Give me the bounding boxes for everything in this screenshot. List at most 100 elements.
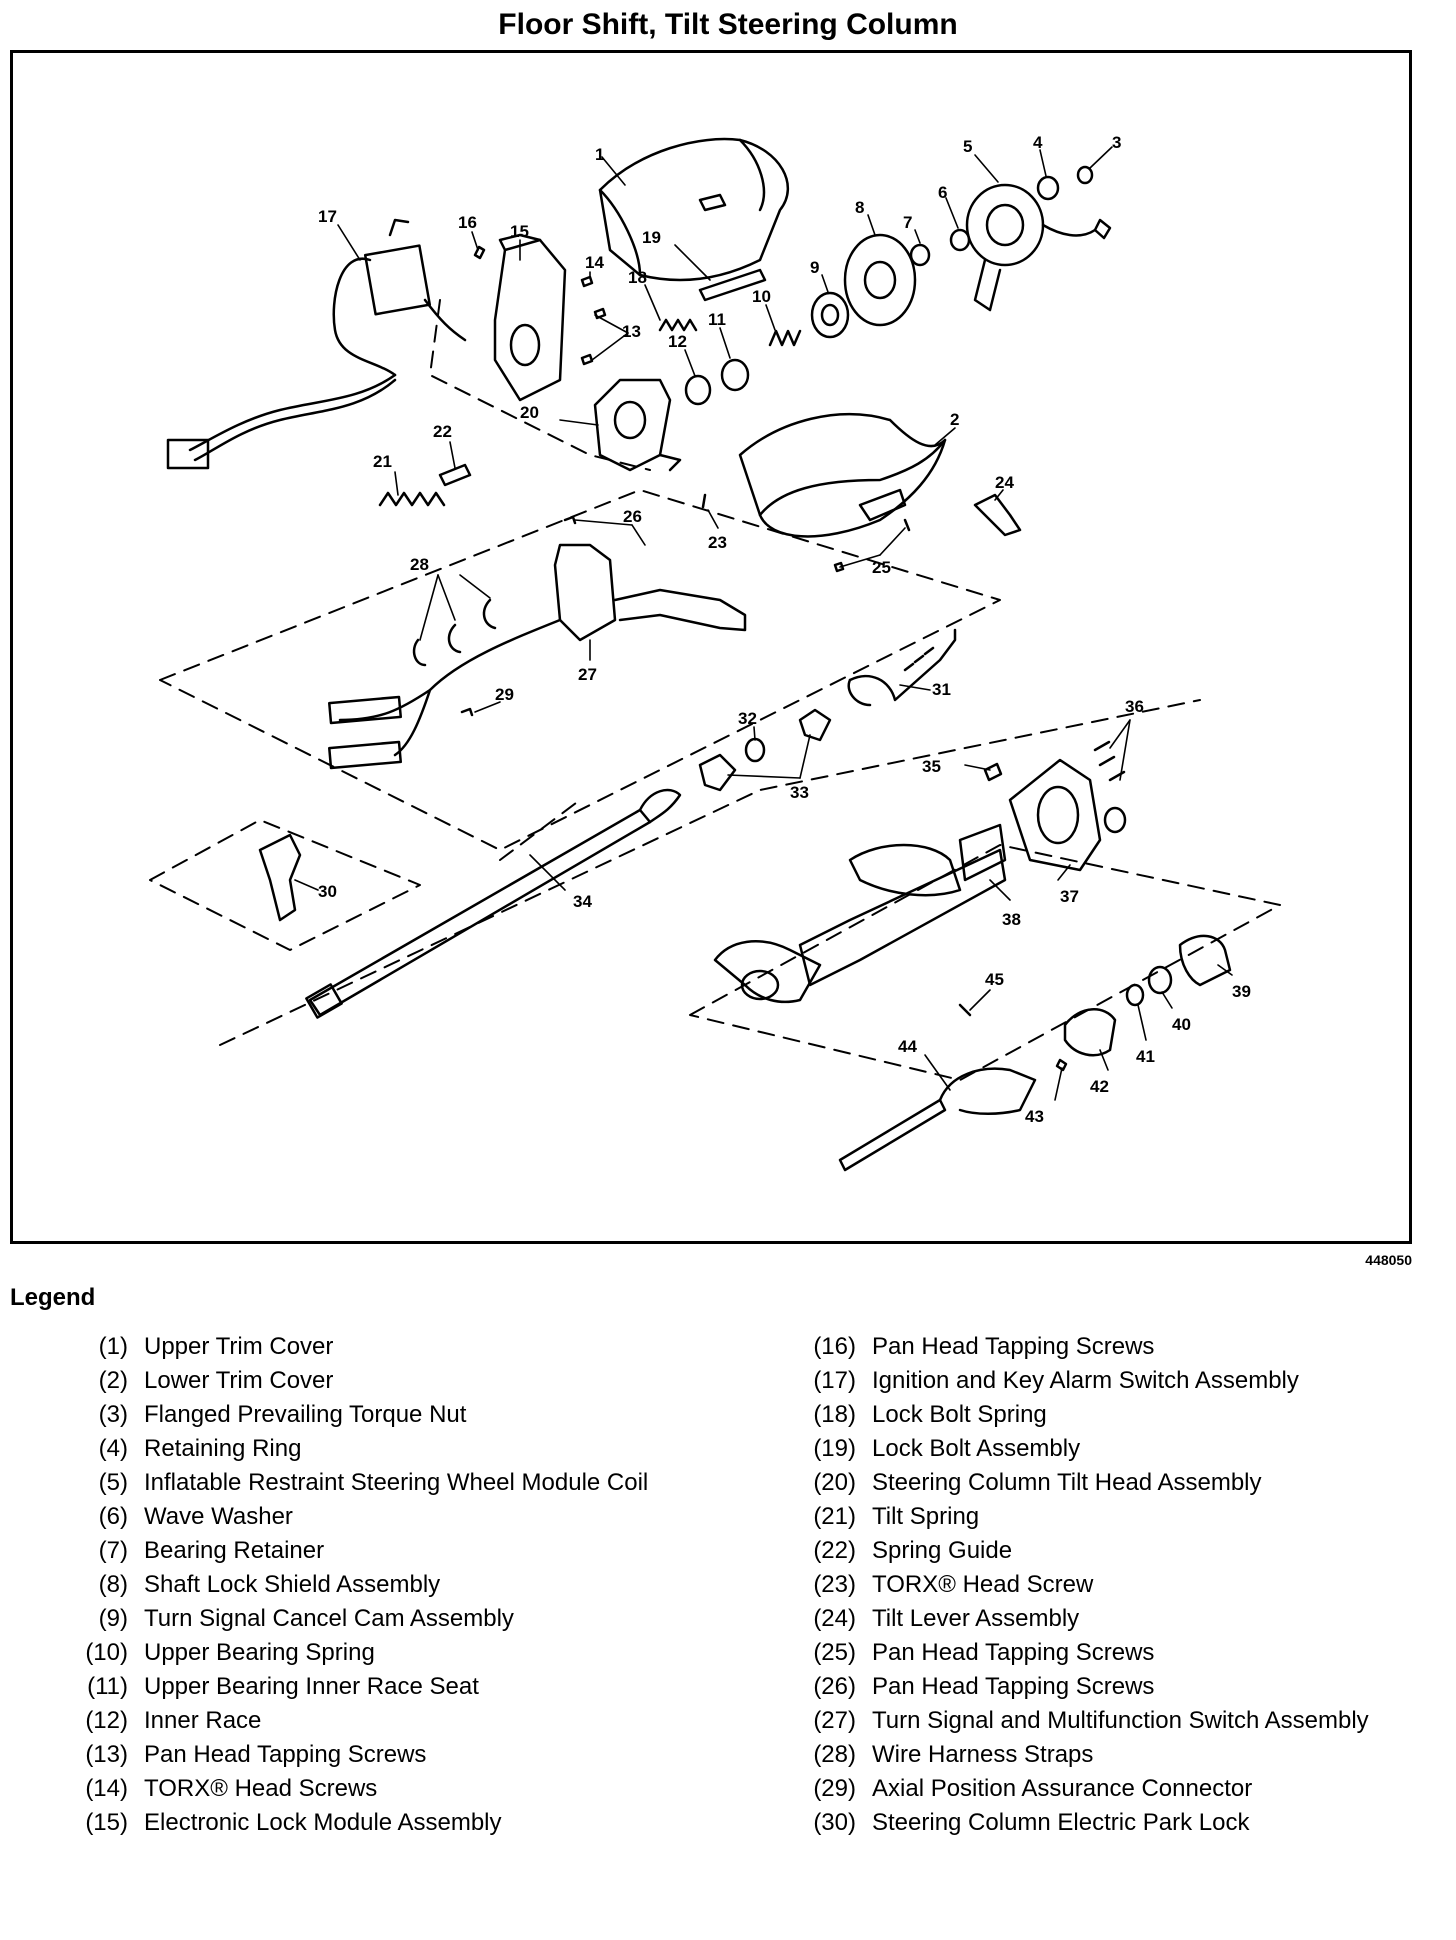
legend-number: (10)	[85, 1639, 128, 1666]
legend-item: (28) Wire Harness Straps	[784, 1738, 1424, 1772]
callout-9: 9	[810, 258, 819, 277]
legend-label: Retaining Ring	[144, 1435, 302, 1462]
callout-15: 15	[510, 222, 529, 241]
callout-38: 38	[1002, 910, 1021, 929]
legend-number: (29)	[813, 1775, 856, 1802]
legend-label: Turn Signal and Multifunction Switch Ass…	[872, 1707, 1369, 1734]
legend-number: (3)	[98, 1401, 128, 1428]
restraint-coil-drawing	[965, 183, 1112, 312]
callout-37: 37	[1060, 887, 1079, 906]
callout-17: 17	[318, 207, 337, 226]
legend-label: Turn Signal Cancel Cam Assembly	[144, 1605, 514, 1632]
diagram-frame	[10, 50, 1412, 1244]
legend-label: Tilt Spring	[872, 1503, 980, 1530]
callout-2: 2	[950, 410, 959, 429]
callout-43: 43	[1025, 1107, 1044, 1126]
legend-number: (18)	[813, 1401, 856, 1428]
legend-label: Wire Harness Straps	[872, 1741, 1094, 1768]
joint-drawing-b	[798, 708, 832, 742]
lock-bolt-drawing	[698, 268, 767, 302]
legend-label: Axial Position Assurance Connector	[872, 1775, 1253, 1802]
callout-45: 45	[985, 970, 1004, 989]
lock-bolt-spring-drawing	[658, 318, 698, 332]
callout-16: 16	[458, 213, 477, 232]
figure-id: 448050	[1365, 1252, 1412, 1268]
legend-column-right: (16) Pan Head Tapping Screws (17)Ignition…	[784, 1330, 1424, 1840]
legend-number: (28)	[813, 1741, 856, 1768]
legend-item: (30)Steering Column Electric Park Lock	[784, 1806, 1424, 1840]
legend-item: (14) TORX® Head Screws	[56, 1772, 746, 1806]
callout-32: 32	[738, 709, 757, 728]
legend-label: Inflatable Restraint Steering Wheel Modu…	[144, 1469, 649, 1496]
joint-drawing-a	[698, 753, 737, 792]
callout-8: 8	[855, 198, 864, 217]
callout-3: 3	[1112, 133, 1121, 152]
callout-42: 42	[1090, 1077, 1109, 1096]
legend-number: (19)	[813, 1435, 856, 1462]
legend-item: (7)Bearing Retainer	[56, 1534, 746, 1568]
legend-label: Bearing Retainer	[144, 1537, 325, 1564]
callout-12: 12	[668, 332, 687, 351]
legend-label: Ignition and Key Alarm Switch Assembly	[872, 1367, 1299, 1394]
legend-label: Lock Bolt Spring	[872, 1401, 1047, 1428]
exploded-view-drawing: 1 2 3 4 5 6 7 8 9 10 11 12 13 14 15 16 1…	[149, 133, 1281, 1172]
callout-36: 36	[1125, 697, 1144, 716]
legend-label: Upper Bearing Inner Race Seat	[144, 1673, 479, 1700]
callout-44: 44	[898, 1037, 917, 1056]
callout-33: 33	[790, 783, 809, 802]
legend-number: (4)	[98, 1435, 128, 1462]
legend-number: (21)	[813, 1503, 856, 1530]
legend-number: (13)	[85, 1741, 128, 1768]
legend-column-left: (1)Upper Trim Cover (2)Lower Trim Cover …	[56, 1330, 746, 1840]
legend-item: (9) Turn Signal Cancel Cam Assembly	[56, 1602, 746, 1636]
legend-number: (16)	[813, 1333, 856, 1360]
callout-24: 24	[995, 473, 1014, 492]
cancel-cam-drawing	[810, 291, 850, 339]
legend-item: (21) Tilt Spring	[784, 1500, 1424, 1534]
callout-18: 18	[628, 268, 647, 287]
legend-number: (30)	[813, 1809, 856, 1836]
legend-label: Steering Column Tilt Head Assembly	[872, 1469, 1262, 1496]
legend-number: (15)	[85, 1809, 128, 1836]
inner-race-drawing	[684, 374, 712, 406]
legend-label: Lower Trim Cover	[144, 1367, 334, 1394]
legend-label: Flanged Prevailing Torque Nut	[144, 1401, 467, 1428]
legend-number: (6)	[98, 1503, 128, 1530]
legend-number: (9)	[98, 1605, 128, 1632]
legend-item: (1)Upper Trim Cover	[56, 1330, 746, 1364]
legend-item: (12)Inner Race	[56, 1704, 746, 1738]
callout-7: 7	[903, 213, 912, 232]
steering-column-jacket-drawing	[713, 823, 1007, 1004]
callout-35: 35	[922, 757, 941, 776]
legend-item: (26)Pan Head Tapping Screws	[784, 1670, 1424, 1704]
tilt-lever-drawing	[973, 493, 1022, 537]
legend-label: Pan Head Tapping Screws	[872, 1639, 1155, 1666]
callout-11: 11	[708, 310, 726, 329]
callout-30: 30	[318, 882, 337, 901]
legend-label: Spring Guide	[872, 1537, 1013, 1564]
group-outline-upper	[429, 299, 651, 471]
legend-number: (14)	[85, 1775, 128, 1802]
callout-10: 10	[752, 287, 771, 306]
legend-label: TORX® Head Screws	[144, 1775, 378, 1802]
callout-13: 13	[622, 322, 641, 341]
retaining-ring-drawing	[1036, 175, 1060, 201]
legend-item: (11)Upper Bearing Inner Race Seat	[56, 1670, 746, 1704]
lower-shaft-drawing	[305, 788, 682, 1019]
legend-item: (19)Lock Bolt Assembly	[784, 1432, 1424, 1466]
column-housing-drawing	[983, 740, 1127, 872]
group-outline-switch	[159, 489, 1001, 851]
legend-item: (2) Lower Trim Cover	[56, 1364, 746, 1398]
legend-label: Tilt Lever Assembly	[872, 1605, 1080, 1632]
legend-number: (1)	[98, 1333, 128, 1360]
lower-bearing-parts-drawing	[1063, 934, 1232, 1057]
legend-item: (27)Turn Signal and Multifunction Switch…	[784, 1704, 1424, 1738]
legend-number: (23)	[813, 1571, 856, 1598]
legend-item: (17)Ignition and Key Alarm Switch Assemb…	[784, 1364, 1424, 1398]
shift-tube-drawing	[838, 1067, 1037, 1172]
legend-item: (5)Inflatable Restraint Steering Wheel M…	[56, 1466, 746, 1500]
group-outline-shaft	[219, 699, 1201, 1046]
legend-item: (29) Axial Position Assurance Connector	[784, 1772, 1424, 1806]
legend-number: (2)	[98, 1367, 128, 1394]
callout-14: 14	[585, 253, 604, 272]
